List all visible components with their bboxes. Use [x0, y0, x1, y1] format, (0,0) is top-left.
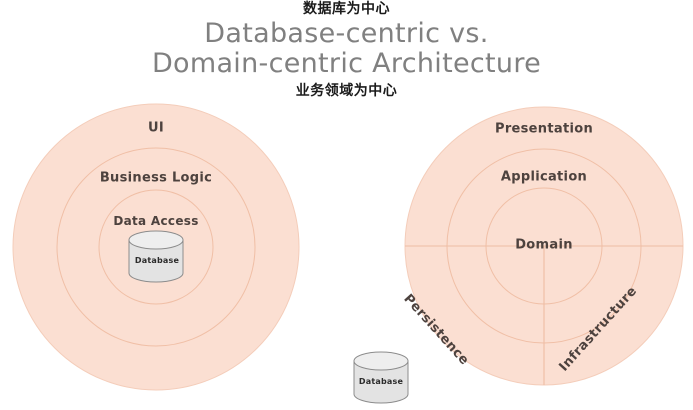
label-data-access: Data Access — [113, 214, 199, 228]
cylinder-top — [128, 230, 184, 250]
database-label-bottom-wrap: Database — [352, 352, 410, 404]
database-label: Database — [358, 377, 404, 386]
label-domain: Domain — [515, 237, 573, 253]
domain-centric-diagram — [404, 106, 684, 386]
database-label: Database — [134, 256, 180, 265]
database-cylinder-bottom — [353, 351, 409, 404]
page-title: Database-centric vs. Domain-centric Arch… — [0, 19, 693, 79]
label-presentation: Presentation — [494, 121, 594, 137]
database-label-left-wrap: Database — [128, 231, 186, 283]
label-business-logic: Business Logic — [99, 170, 213, 186]
cylinder-top — [353, 351, 409, 371]
cylinder-body — [353, 360, 409, 404]
database-cylinder-left — [128, 230, 184, 283]
label-ui: UI — [148, 120, 164, 136]
page-title-line-2: Domain-centric Architecture — [151, 48, 542, 79]
title-chinese-top: 数据库为中心 — [303, 1, 390, 17]
title-block: 数据库为中心 Database-centric vs. Domain-centr… — [0, 0, 693, 100]
label-application: Application — [500, 169, 588, 185]
cylinder-body — [128, 239, 184, 283]
page-title-line-1: Database-centric vs. — [204, 18, 489, 49]
title-chinese-bottom: 业务领域为中心 — [295, 83, 398, 99]
